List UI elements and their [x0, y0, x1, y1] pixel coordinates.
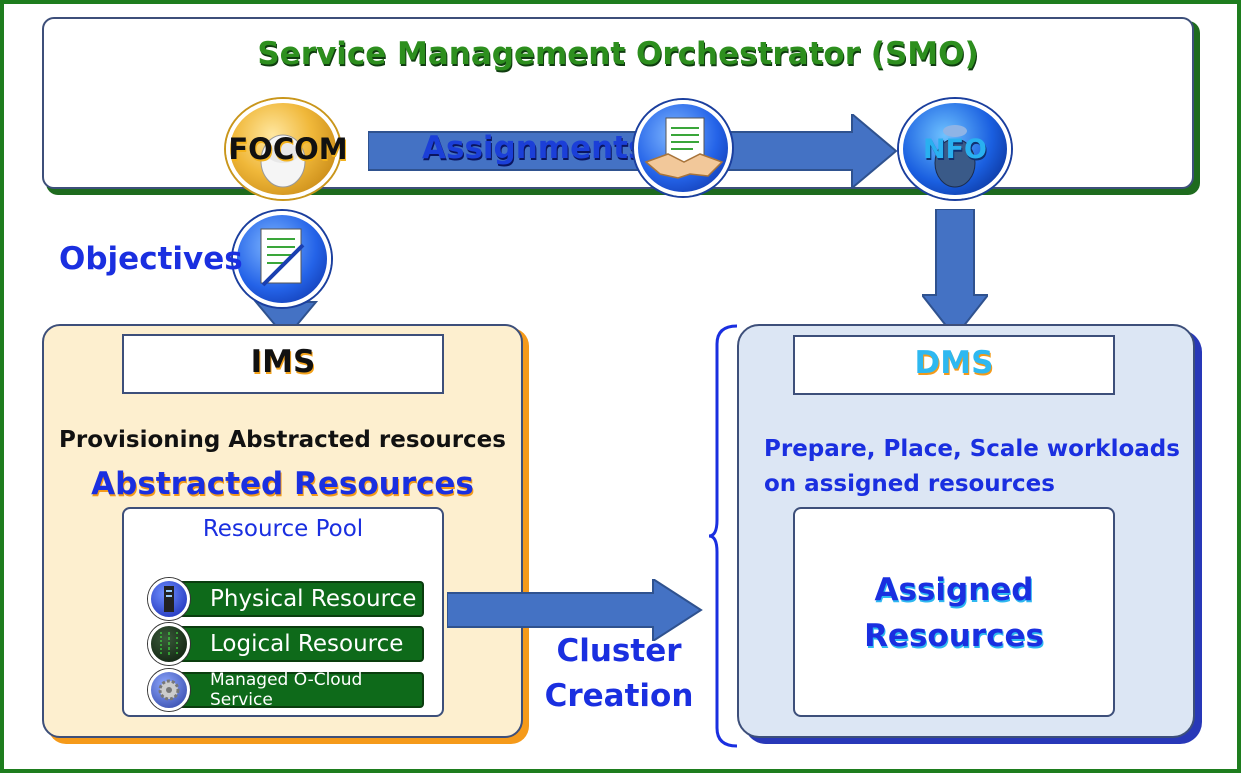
assigned-resources-label: Assigned Resources	[793, 567, 1115, 659]
assigned-line2: Resources	[864, 618, 1044, 654]
nfo-to-dms-arrow	[922, 209, 988, 339]
smo-title: Service Management Orchestrator (SMO)	[257, 36, 979, 72]
resource-pool-title: Resource Pool	[202, 516, 364, 542]
objectives-label: Objectives	[59, 241, 243, 277]
objectives-document-icon	[233, 211, 331, 307]
cluster-creation-arrow	[447, 579, 703, 641]
resource-item-label: Managed O-Cloud Service	[210, 670, 363, 710]
nfo-label: NFO	[923, 134, 987, 165]
abstracted-resources-heading: Abstracted Resources	[91, 466, 474, 502]
assigned-line1: Assigned	[874, 572, 1034, 608]
resource-item-managed-service: Managed O-Cloud Service	[160, 670, 424, 710]
provisioning-text: Provisioning Abstracted resources	[59, 427, 506, 453]
gears-icon	[148, 669, 190, 711]
cluster-creation-label: Cluster Creation	[544, 629, 694, 719]
dms-description: Prepare, Place, Scale workloads on assig…	[764, 432, 1184, 502]
ims-title: IMS	[250, 344, 316, 380]
dms-bracket	[707, 324, 741, 754]
handshake-document-icon	[634, 100, 732, 196]
focom-label: FOCOM	[228, 132, 348, 166]
server-rack-icon	[148, 578, 190, 620]
resource-item-label: Physical Resource	[210, 586, 417, 612]
cluster-creation-line1: Cluster	[556, 633, 682, 669]
matrix-code-icon	[148, 623, 190, 665]
dms-description-line1: Prepare, Place, Scale workloads	[764, 436, 1180, 462]
cluster-creation-line2: Creation	[544, 678, 694, 714]
assignments-label: Assignments	[422, 130, 647, 166]
dms-title-box	[793, 335, 1115, 395]
focom-robot-icon	[226, 99, 340, 199]
assignments-arrow	[368, 114, 898, 188]
resource-item-physical: Physical Resource	[160, 581, 424, 617]
assigned-resources-box	[793, 507, 1115, 717]
dms-title: DMS	[914, 345, 994, 381]
nfo-robot-icon	[899, 99, 1011, 199]
resource-item-label: Logical Resource	[210, 631, 404, 657]
resource-item-logical: Logical Resource	[160, 626, 424, 662]
ims-title-box	[122, 334, 444, 394]
dms-description-line2: on assigned resources	[764, 471, 1055, 497]
